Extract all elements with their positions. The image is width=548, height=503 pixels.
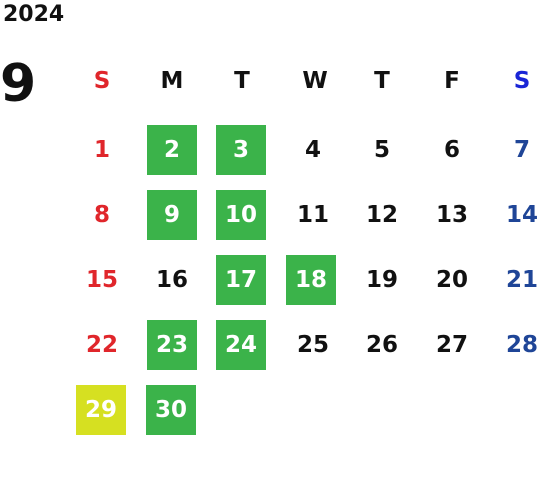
day-cell-highlighted[interactable]: 2	[147, 125, 197, 175]
day-cell-highlighted-today[interactable]: 29	[76, 385, 126, 435]
day-cell[interactable]: 8	[93, 202, 110, 228]
weekday-header-sun: S	[93, 68, 111, 94]
weekday-header-mon: M	[160, 68, 184, 94]
day-cell[interactable]: 14	[505, 202, 538, 228]
weekday-header-wed: W	[302, 68, 328, 94]
day-cell-highlighted[interactable]: 30	[146, 385, 196, 435]
day-cell[interactable]: 22	[85, 332, 118, 358]
day-cell[interactable]: 28	[505, 332, 538, 358]
day-cell[interactable]: 11	[296, 202, 329, 228]
day-cell-highlighted[interactable]: 3	[216, 125, 266, 175]
month-number: 9	[0, 54, 37, 114]
day-cell[interactable]: 26	[365, 332, 398, 358]
weekday-header-sat: S	[513, 68, 531, 94]
day-cell[interactable]: 15	[85, 267, 118, 293]
day-cell[interactable]: 12	[365, 202, 398, 228]
day-cell[interactable]: 5	[373, 137, 390, 163]
day-cell-highlighted[interactable]: 23	[147, 320, 197, 370]
day-cell[interactable]: 25	[296, 332, 329, 358]
day-cell[interactable]: 20	[435, 267, 468, 293]
day-cell[interactable]: 1	[93, 137, 110, 163]
day-cell-highlighted[interactable]: 17	[216, 255, 266, 305]
day-cell-highlighted[interactable]: 10	[216, 190, 266, 240]
day-cell[interactable]: 27	[435, 332, 468, 358]
day-cell[interactable]: 19	[365, 267, 398, 293]
day-cell[interactable]: 6	[443, 137, 460, 163]
day-cell-highlighted[interactable]: 9	[147, 190, 197, 240]
day-cell[interactable]: 7	[513, 137, 530, 163]
day-cell[interactable]: 16	[155, 267, 188, 293]
year-label: 2024	[3, 2, 65, 27]
day-cell[interactable]: 13	[435, 202, 468, 228]
day-cell[interactable]: 21	[505, 267, 538, 293]
weekday-header-fri: F	[444, 68, 460, 94]
weekday-header-tue: T	[234, 68, 250, 94]
day-cell-highlighted[interactable]: 18	[286, 255, 336, 305]
day-cell[interactable]: 4	[304, 137, 321, 163]
day-cell-highlighted[interactable]: 24	[216, 320, 266, 370]
weekday-header-thu: T	[374, 68, 390, 94]
